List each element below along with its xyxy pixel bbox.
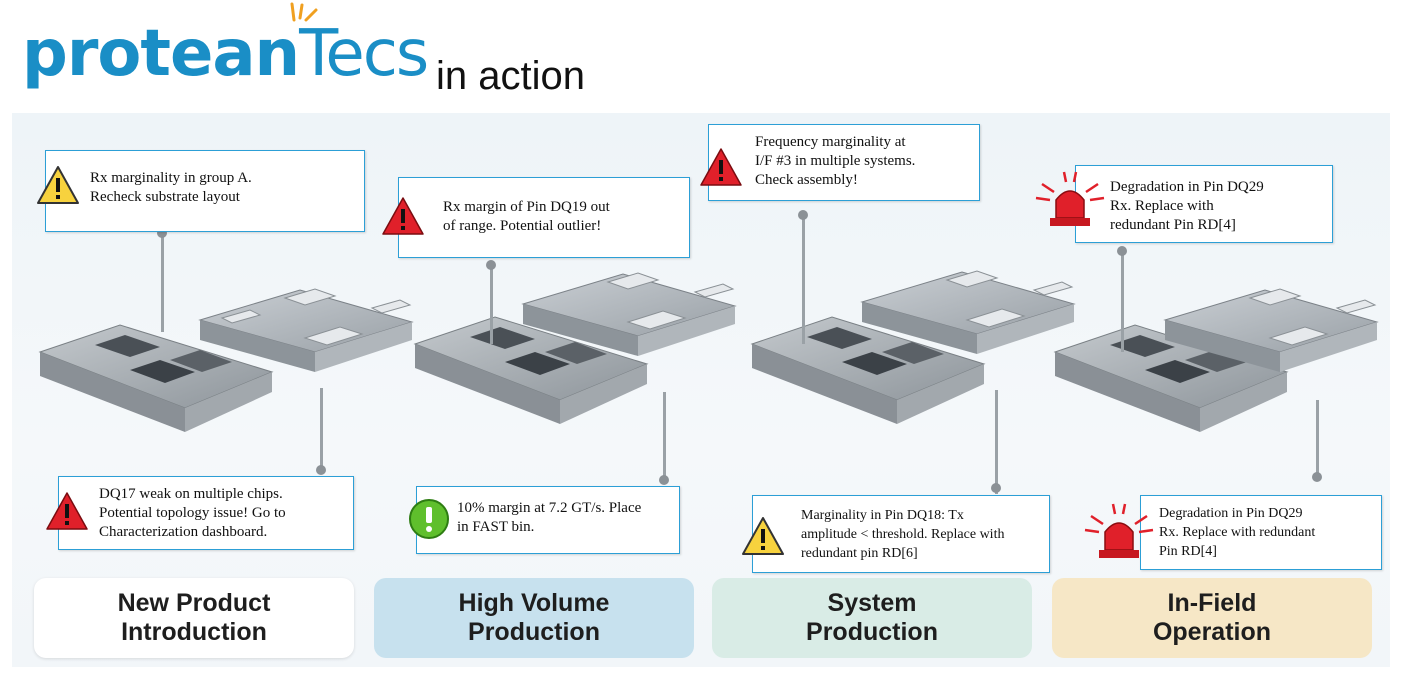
- stage-label: In-Field Operation: [1152, 589, 1272, 646]
- warning-red-icon: [46, 492, 88, 530]
- callout-hvp-bottom: 10% margin at 7.2 GT/s. Place in FAST bi…: [409, 486, 680, 554]
- warning-yellow-icon: [742, 517, 784, 555]
- callout-hvp-top: Rx margin of Pin DQ19 out of range. Pote…: [382, 177, 690, 258]
- connector-dot: [659, 475, 669, 485]
- ok-green-icon: [409, 499, 449, 539]
- connector-line: [1316, 400, 1319, 478]
- callout-text: Rx margin of Pin DQ19 out of range. Pote…: [443, 199, 610, 234]
- connector-dot: [991, 483, 1001, 493]
- callout-npi-top: Rx marginality in group A. Recheck subst…: [37, 150, 365, 232]
- brand-logo: proteanTecs: [22, 22, 429, 86]
- callout-text: 10% margin at 7.2 GT/s. Place in FAST bi…: [457, 500, 642, 535]
- callout-text: DQ17 weak on multiple chips. Potential t…: [99, 486, 286, 540]
- callout-field-bottom: Degradation in Pin DQ29 Rx. Replace with…: [1084, 495, 1382, 570]
- callout-field-top: Degradation in Pin DQ29 Rx. Replace with…: [1035, 165, 1333, 243]
- stage-in-field-operation: In-Field Operation: [1052, 578, 1372, 658]
- callout-text: Frequency marginality at I/F #3 in multi…: [755, 134, 916, 188]
- callout-text: Degradation in Pin DQ29 Rx. Replace with…: [1110, 179, 1264, 233]
- connector-line: [161, 232, 164, 332]
- header: proteanTecs in action: [22, 0, 722, 110]
- stage-system-production: System Production: [712, 578, 1032, 658]
- sparkle-icon: [290, 2, 318, 22]
- connector-line: [320, 388, 323, 474]
- connector-dot: [798, 210, 808, 220]
- callout-sys-bottom: Marginality in Pin DQ18: Tx amplitude < …: [742, 495, 1050, 573]
- stage-label: System Production: [806, 589, 938, 646]
- connector-line: [1121, 252, 1124, 352]
- logo-subtitle: in action: [436, 54, 585, 98]
- stage-label: New Product Introduction: [117, 589, 271, 646]
- callout-text: Marginality in Pin DQ18: Tx amplitude < …: [801, 508, 1005, 561]
- connector-line: [995, 390, 998, 494]
- chip-group-system: [750, 270, 1076, 424]
- stage-new-product-introduction: New Product Introduction: [34, 578, 354, 658]
- connector-dot: [157, 228, 167, 238]
- logo-tecs: Tecs: [299, 17, 429, 91]
- connector-dot: [1312, 472, 1322, 482]
- stage-label: High Volume Production: [458, 589, 610, 646]
- chip-group-hvp: [413, 272, 737, 424]
- connector-dot: [316, 465, 326, 475]
- chip-group-npi: [38, 288, 414, 432]
- siren-icon: [1035, 171, 1105, 226]
- chip-group-field: [1053, 288, 1379, 432]
- connector-line: [490, 264, 493, 344]
- connector-dot: [1117, 246, 1127, 256]
- warning-red-icon: [700, 148, 742, 186]
- connector-dot: [486, 260, 496, 270]
- callout-npi-bottom: DQ17 weak on multiple chips. Potential t…: [46, 476, 354, 550]
- connector-line: [802, 214, 805, 344]
- warning-yellow-icon: [37, 166, 79, 204]
- logo-protean: protean: [22, 17, 300, 91]
- callout-text: Rx marginality in group A. Recheck subst…: [90, 170, 252, 205]
- callout-sys-top: Frequency marginality at I/F #3 in multi…: [700, 124, 980, 201]
- stage-high-volume-production: High Volume Production: [374, 578, 694, 658]
- callout-text: Degradation in Pin DQ29 Rx. Replace with…: [1159, 506, 1316, 559]
- connector-line: [663, 392, 666, 484]
- warning-red-icon: [382, 197, 424, 235]
- siren-icon: [1084, 503, 1154, 558]
